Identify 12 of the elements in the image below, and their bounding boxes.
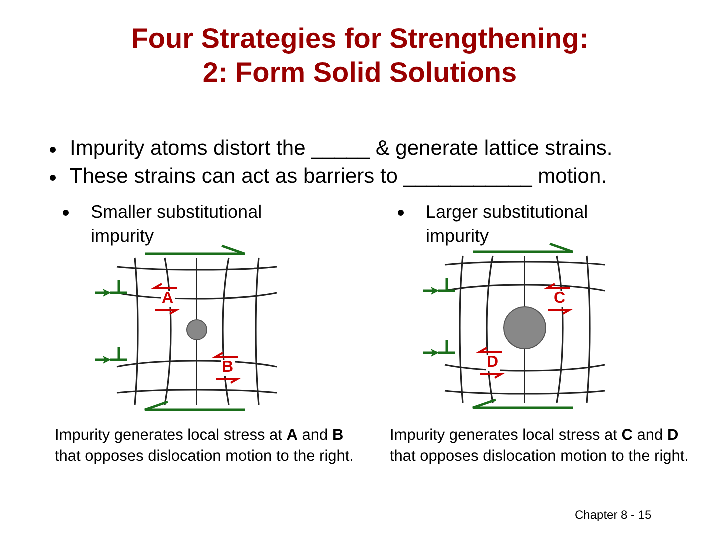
slide-title: Four Strategies for Strengthening: 2: Form Solid Solutions xyxy=(130,22,590,90)
column-heading: Larger substitutional impurity xyxy=(426,202,588,246)
point-label: C xyxy=(553,291,567,307)
caption-text: Impurity generates local stress at C and D that opposes dislocation motion to the right. xyxy=(390,426,690,467)
bullet-point: These strains can act as barriers to ___________ motion. xyxy=(70,165,607,188)
point-label: B xyxy=(221,360,235,376)
point-label: A xyxy=(161,291,175,307)
caption-text: Impurity generates local stress at A and B that opposes dislocation motion to the right. xyxy=(55,426,355,467)
column-heading: Smaller substitutional impurity xyxy=(91,202,262,246)
page-number: Chapter 8 - 15 xyxy=(575,508,652,522)
bullet-point: Impurity atoms distort the _____ & generate lattice strains. xyxy=(70,137,613,160)
point-label: D xyxy=(486,355,500,371)
